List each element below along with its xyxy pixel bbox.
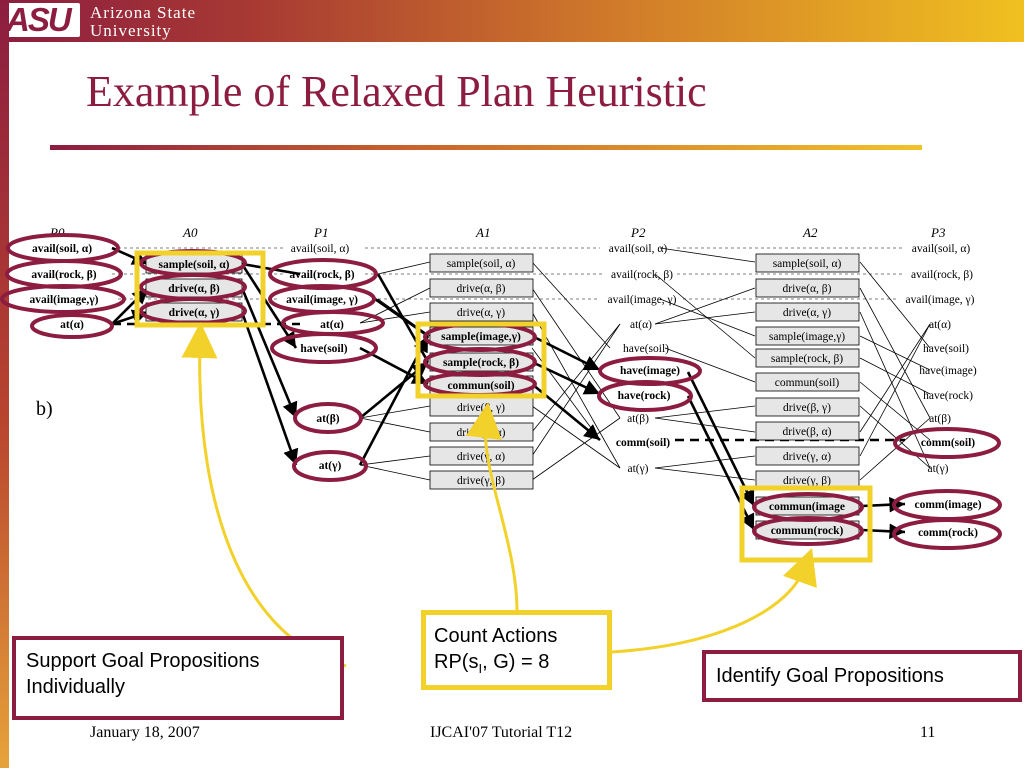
svg-text:at(α): at(α) bbox=[630, 319, 652, 331]
svg-text:sample(rock, β): sample(rock, β) bbox=[443, 357, 519, 369]
asu-logo: ASU bbox=[4, 1, 80, 38]
a0-actions: sample(soil, α) drive(α, β) drive(α, γ) bbox=[145, 254, 243, 322]
university-name-line2: University bbox=[90, 21, 172, 40]
svg-text:sample(image,γ): sample(image,γ) bbox=[441, 331, 521, 343]
university-name-line1: Arizona State bbox=[90, 3, 196, 22]
svg-text:drive(β, α): drive(β, α) bbox=[783, 426, 832, 438]
svg-text:commun(rock): commun(rock) bbox=[771, 525, 844, 537]
svg-text:avail(soil, α): avail(soil, α) bbox=[32, 243, 92, 255]
svg-text:avail(rock, β): avail(rock, β) bbox=[31, 269, 96, 281]
svg-text:drive(γ, β): drive(γ, β) bbox=[783, 475, 831, 487]
svg-text:avail(image,γ): avail(image,γ) bbox=[30, 294, 99, 306]
svg-text:sample(image,γ): sample(image,γ) bbox=[769, 331, 845, 343]
svg-text:have(rock): have(rock) bbox=[618, 390, 671, 402]
svg-text:have(image): have(image) bbox=[919, 365, 977, 377]
svg-text:drive(α, β): drive(α, β) bbox=[457, 283, 506, 295]
slide-title: Example of Relaxed Plan Heuristic bbox=[86, 67, 707, 116]
svg-text:commun(soil): commun(soil) bbox=[775, 377, 840, 389]
layer-header-p1: P1 bbox=[313, 225, 328, 240]
p0-props: avail(soil, α) avail(rock, β) avail(imag… bbox=[30, 243, 99, 331]
count-actions-callout-line2: RP(sI, G) = 8 bbox=[434, 651, 550, 676]
svg-text:drive(β, α): drive(β, α) bbox=[457, 427, 506, 439]
svg-text:avail(image, γ): avail(image, γ) bbox=[906, 294, 975, 306]
layer-header-a2: A2 bbox=[802, 225, 818, 240]
svg-text:comm(soil): comm(soil) bbox=[616, 437, 670, 449]
svg-text:drive(α, γ): drive(α, γ) bbox=[169, 307, 220, 319]
support-goal-callout-line1: Support Goal Propositions bbox=[26, 650, 260, 672]
svg-text:drive(α, β): drive(α, β) bbox=[783, 283, 832, 295]
support-goal-callout-line2: Individually bbox=[26, 676, 125, 698]
svg-text:at(γ): at(γ) bbox=[319, 460, 342, 472]
svg-text:sample(soil, α): sample(soil, α) bbox=[159, 259, 230, 271]
layer-header-a1: A1 bbox=[475, 225, 490, 240]
svg-text:sample(soil, α): sample(soil, α) bbox=[447, 258, 516, 270]
svg-text:at(γ): at(γ) bbox=[927, 463, 948, 475]
p1-props: avail(soil, α) avail(rock, β) avail(imag… bbox=[286, 243, 358, 472]
svg-text:drive(γ, α): drive(γ, α) bbox=[783, 451, 831, 463]
svg-text:avail(rock, β): avail(rock, β) bbox=[611, 269, 673, 281]
footer-date: January 18, 2007 bbox=[90, 724, 200, 741]
layer-header-a0: A0 bbox=[182, 225, 198, 240]
svg-text:have(soil): have(soil) bbox=[623, 343, 669, 355]
svg-text:drive(β, γ): drive(β, γ) bbox=[457, 402, 505, 414]
svg-text:drive(γ, β): drive(γ, β) bbox=[457, 475, 505, 487]
svg-text:at(β): at(β) bbox=[627, 413, 649, 425]
count-actions-callout: Count Actions RP(sI, G) = 8 bbox=[421, 610, 612, 690]
svg-text:have(soil): have(soil) bbox=[923, 343, 969, 355]
svg-text:drive(α, γ): drive(α, γ) bbox=[783, 307, 831, 319]
title-underline bbox=[50, 145, 922, 150]
count-actions-callout-line1: Count Actions bbox=[434, 625, 558, 647]
svg-text:avail(soil, α): avail(soil, α) bbox=[609, 243, 668, 255]
svg-text:sample(rock, β): sample(rock, β) bbox=[771, 353, 843, 365]
svg-text:drive(γ, α): drive(γ, α) bbox=[457, 451, 505, 463]
relaxed-plan-highlights bbox=[0, 233, 1002, 550]
svg-text:at(γ): at(γ) bbox=[627, 463, 648, 475]
asu-logo-text: ASU bbox=[6, 1, 72, 38]
svg-text:avail(image, γ): avail(image, γ) bbox=[286, 294, 358, 306]
svg-text:avail(soil, α): avail(soil, α) bbox=[912, 243, 971, 255]
svg-text:avail(rock, β): avail(rock, β) bbox=[289, 269, 354, 281]
svg-text:avail(rock, β): avail(rock, β) bbox=[911, 269, 973, 281]
svg-text:avail(image, γ): avail(image, γ) bbox=[608, 294, 677, 306]
svg-text:at(β): at(β) bbox=[316, 413, 339, 425]
page-number: 11 bbox=[920, 724, 936, 741]
svg-text:drive(α, β): drive(α, β) bbox=[168, 283, 220, 295]
p2-props: avail(soil, α) avail(rock, β) avail(imag… bbox=[608, 243, 681, 475]
svg-text:comm(rock): comm(rock) bbox=[918, 527, 978, 539]
diagram-label: b) bbox=[36, 398, 53, 420]
svg-text:at(α): at(α) bbox=[60, 319, 84, 331]
svg-text:commun(image: commun(image bbox=[769, 501, 845, 513]
svg-text:at(α): at(α) bbox=[320, 319, 344, 331]
identify-goal-callout: Identify Goal Propositions bbox=[702, 650, 1022, 702]
support-goal-callout: Support Goal Propositions Individually bbox=[12, 636, 344, 720]
svg-text:have(image): have(image) bbox=[620, 365, 680, 377]
layer-header-p2: P2 bbox=[630, 225, 646, 240]
svg-text:at(β): at(β) bbox=[929, 413, 951, 425]
a2-actions: sample(soil, α) drive(α, β) drive(α, γ) … bbox=[755, 253, 860, 540]
svg-text:drive(β, γ): drive(β, γ) bbox=[783, 402, 831, 414]
svg-text:have(rock): have(rock) bbox=[923, 390, 973, 402]
svg-text:at(α): at(α) bbox=[929, 319, 951, 331]
p3-props: avail(soil, α) avail(rock, β) avail(imag… bbox=[906, 243, 982, 539]
left-accent-bar bbox=[0, 0, 9, 768]
footer-title: IJCAI'07 Tutorial T12 bbox=[430, 724, 573, 741]
svg-text:avail(soil, α): avail(soil, α) bbox=[291, 243, 350, 255]
layer-header-p0: P0 bbox=[49, 225, 65, 240]
layer-header-p3: P3 bbox=[930, 225, 946, 240]
svg-text:sample(soil, α): sample(soil, α) bbox=[773, 258, 842, 270]
svg-text:drive(α, γ): drive(α, γ) bbox=[457, 307, 505, 319]
svg-text:have(soil): have(soil) bbox=[300, 343, 347, 355]
svg-text:comm(soil): comm(soil) bbox=[921, 437, 975, 449]
svg-text:commun(soil): commun(soil) bbox=[447, 380, 514, 392]
header-banner bbox=[0, 0, 1024, 42]
svg-text:comm(image): comm(image) bbox=[914, 499, 981, 511]
